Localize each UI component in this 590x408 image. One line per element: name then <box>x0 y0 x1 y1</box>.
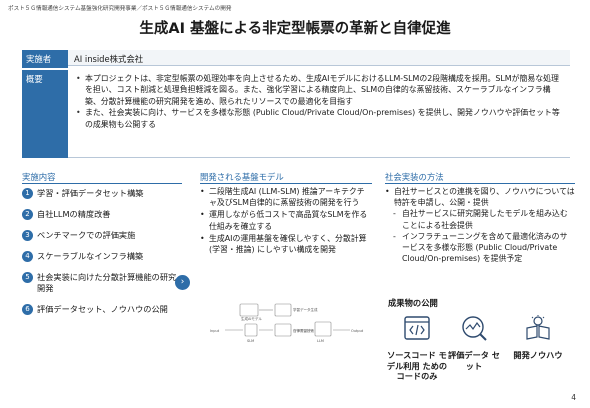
social-sub-text: 自社サービスに研究開発したモデルを組み込むことによる社会提供 <box>402 209 568 230</box>
diagram-label-d: SLM <box>247 339 254 343</box>
document-icon <box>239 303 259 317</box>
task-label: スケーラブルなインフラ構築 <box>37 251 144 261</box>
summary-text: 本プロジェクトは、非定型帳票の処理効率を向上させるため、生成AIモデルにおけるL… <box>85 74 559 106</box>
section-title-tasks: 実施内容 <box>22 172 56 182</box>
task-list: 1 学習・評価データセット構築 2 自社LLMの精度改善 3 ベンチマークでの評… <box>22 188 182 325</box>
summary-row: 概要 • 本プロジェクトは、非定型帳票の処理効率を向上させるため、生成AIモデル… <box>22 68 570 158</box>
section-rule <box>385 183 575 184</box>
model-bullet: • 生成AIの運用基盤を確保しやすく、分散計算 (学習・推論) にしやすい構成を… <box>200 233 370 255</box>
task-number: 6 <box>22 304 33 315</box>
diagram-label-f: LLM <box>317 339 324 343</box>
publish-title: 成果物の公開 <box>388 298 438 308</box>
task-item: 3 ベンチマークでの評価実施 <box>22 230 182 241</box>
task-item: 1 学習・評価データセット構築 <box>22 188 182 199</box>
section-title-model: 開発される基盤モデル <box>200 172 284 182</box>
model-list: • 二段階生成AI (LLM-SLM) 推論アーキテクチャ及びSLM自律的に蒸留… <box>200 186 370 256</box>
diagram-label-a: 生成AIモデル <box>241 316 262 321</box>
bullet-mark: • <box>385 187 390 196</box>
publish-label-knowhow: 開発ノウハウ <box>513 350 563 360</box>
task-item: 2 自社LLMの精度改善 <box>22 209 182 220</box>
summary-text: また、社会実装に向け、サービスを多様な形態 (Public Cloud/Priv… <box>85 108 560 129</box>
database-icon <box>274 303 292 317</box>
task-number: 4 <box>22 251 33 262</box>
code-window-icon <box>404 316 430 340</box>
model-text: 二段階生成AI (LLM-SLM) 推論アーキテクチャ及びSLM自律的に蒸留技術… <box>209 187 365 208</box>
bullet-mark: • <box>200 233 205 243</box>
social-sub-text: インフラチューニングを含めて最適化済みのサービスを多様な形態 (Public C… <box>402 231 568 264</box>
model-bullet: • 運用しながら低コストで高品質なSLMを作る仕組みを確立する <box>200 209 370 231</box>
task-label: 評価データセット、ノウハウの公開 <box>37 304 168 314</box>
section-rule <box>22 183 182 184</box>
bullet-mark: • <box>76 74 81 83</box>
chevron-right-icon: › <box>175 275 190 290</box>
diagram-label-g: Output <box>351 329 364 333</box>
task-item: 4 スケーラブルなインフラ構築 <box>22 251 182 262</box>
social-bullet: • 自社サービスとの連携を図り、ノウハウについては特許を申請し、公開・提供 <box>385 186 575 208</box>
gear-icon <box>274 323 292 337</box>
sub-bullet-mark: - <box>393 231 396 241</box>
task-label: 自社LLMの精度改善 <box>37 209 111 219</box>
social-sub-bullet: - インフラチューニングを含めて最適化済みのサービスを多様な形態 (Public… <box>385 231 575 265</box>
org-row: 実施者 AI inside株式会社 <box>22 50 570 68</box>
breadcrumb: ポスト５Ｇ情報通信システム基盤強化研究開発事業／ポスト５Ｇ情報通信システムの開発 <box>8 6 232 12</box>
social-sub-bullet: - 自社サービスに研究開発したモデルを組み込むことによる社会提供 <box>385 208 575 230</box>
model-text: 運用しながら低コストで高品質なSLMを作る仕組みを確立する <box>209 210 368 231</box>
task-label: ベンチマークでの評価実施 <box>37 230 136 240</box>
architecture-diagram: 生成AIモデル 学習データ生成 Input SLM 自律蒸留技術 LLM Out… <box>210 303 364 343</box>
summary-bullet: • 本プロジェクトは、非定型帳票の処理効率を向上させるため、生成AIモデルにおけ… <box>76 73 564 107</box>
bullet-mark: • <box>200 210 205 220</box>
task-label: 社会実装に向けた分散計算機能の研究開発 <box>37 272 177 293</box>
task-number: 1 <box>22 188 33 199</box>
task-number: 5 <box>22 272 33 283</box>
section-rule <box>200 183 372 184</box>
sub-bullet-mark: - <box>393 209 396 219</box>
social-list: • 自社サービスとの連携を図り、ノウハウについては特許を申請し、公開・提供 - … <box>385 186 575 264</box>
org-value: AI inside株式会社 <box>68 50 570 66</box>
social-text: 自社サービスとの連携を図り、ノウハウについては特許を申請し、公開・提供 <box>394 187 575 208</box>
task-label: 学習・評価データセット構築 <box>37 188 144 198</box>
summary-label: 概要 <box>22 70 68 158</box>
publish-label-dataset: 評価データ セット <box>448 350 500 371</box>
publish-label-source: ソースコード モデル利用 ための コードのみ <box>386 350 448 382</box>
bullet-mark: • <box>200 187 205 196</box>
bullet-mark: • <box>76 108 81 118</box>
task-number: 2 <box>22 209 33 220</box>
diagram-label-e: 自律蒸留技術 <box>293 328 314 333</box>
model-text: 生成AIの運用基盤を確保しやすく、分散計算 (学習・推論) にしやすい構成を開発 <box>209 233 367 255</box>
diagram-label-b: 学習データ生成 <box>293 307 318 312</box>
lightbulb-book-icon <box>526 315 550 340</box>
chip-icon <box>244 323 258 337</box>
model-bullet: • 二段階生成AI (LLM-SLM) 推論アーキテクチャ及びSLM自律的に蒸留… <box>200 186 370 208</box>
summary-bullet: • また、社会実装に向け、サービスを多様な形態 (Public Cloud/Pr… <box>76 107 564 130</box>
diagram-label-c: Input <box>210 329 220 333</box>
cloud-icon <box>314 321 332 337</box>
task-number: 3 <box>22 230 33 241</box>
info-table: 実施者 AI inside株式会社 概要 • 本プロジェクトは、非定型帳票の処理… <box>22 50 570 158</box>
org-label: 実施者 <box>22 50 68 68</box>
section-title-social: 社会実装の方法 <box>385 172 444 182</box>
page-title: 生成AI 基盤による非定型帳票の革新と自律促進 <box>139 21 451 37</box>
task-item: 5 社会実装に向けた分散計算機能の研究開発 <box>22 272 182 294</box>
task-item: 6 評価データセット、ノウハウの公開 <box>22 304 182 315</box>
chart-magnifier-icon <box>462 316 487 341</box>
summary-value: • 本プロジェクトは、非定型帳票の処理効率を向上させるため、生成AIモデルにおけ… <box>68 70 570 158</box>
page-number: 4 <box>571 393 576 402</box>
